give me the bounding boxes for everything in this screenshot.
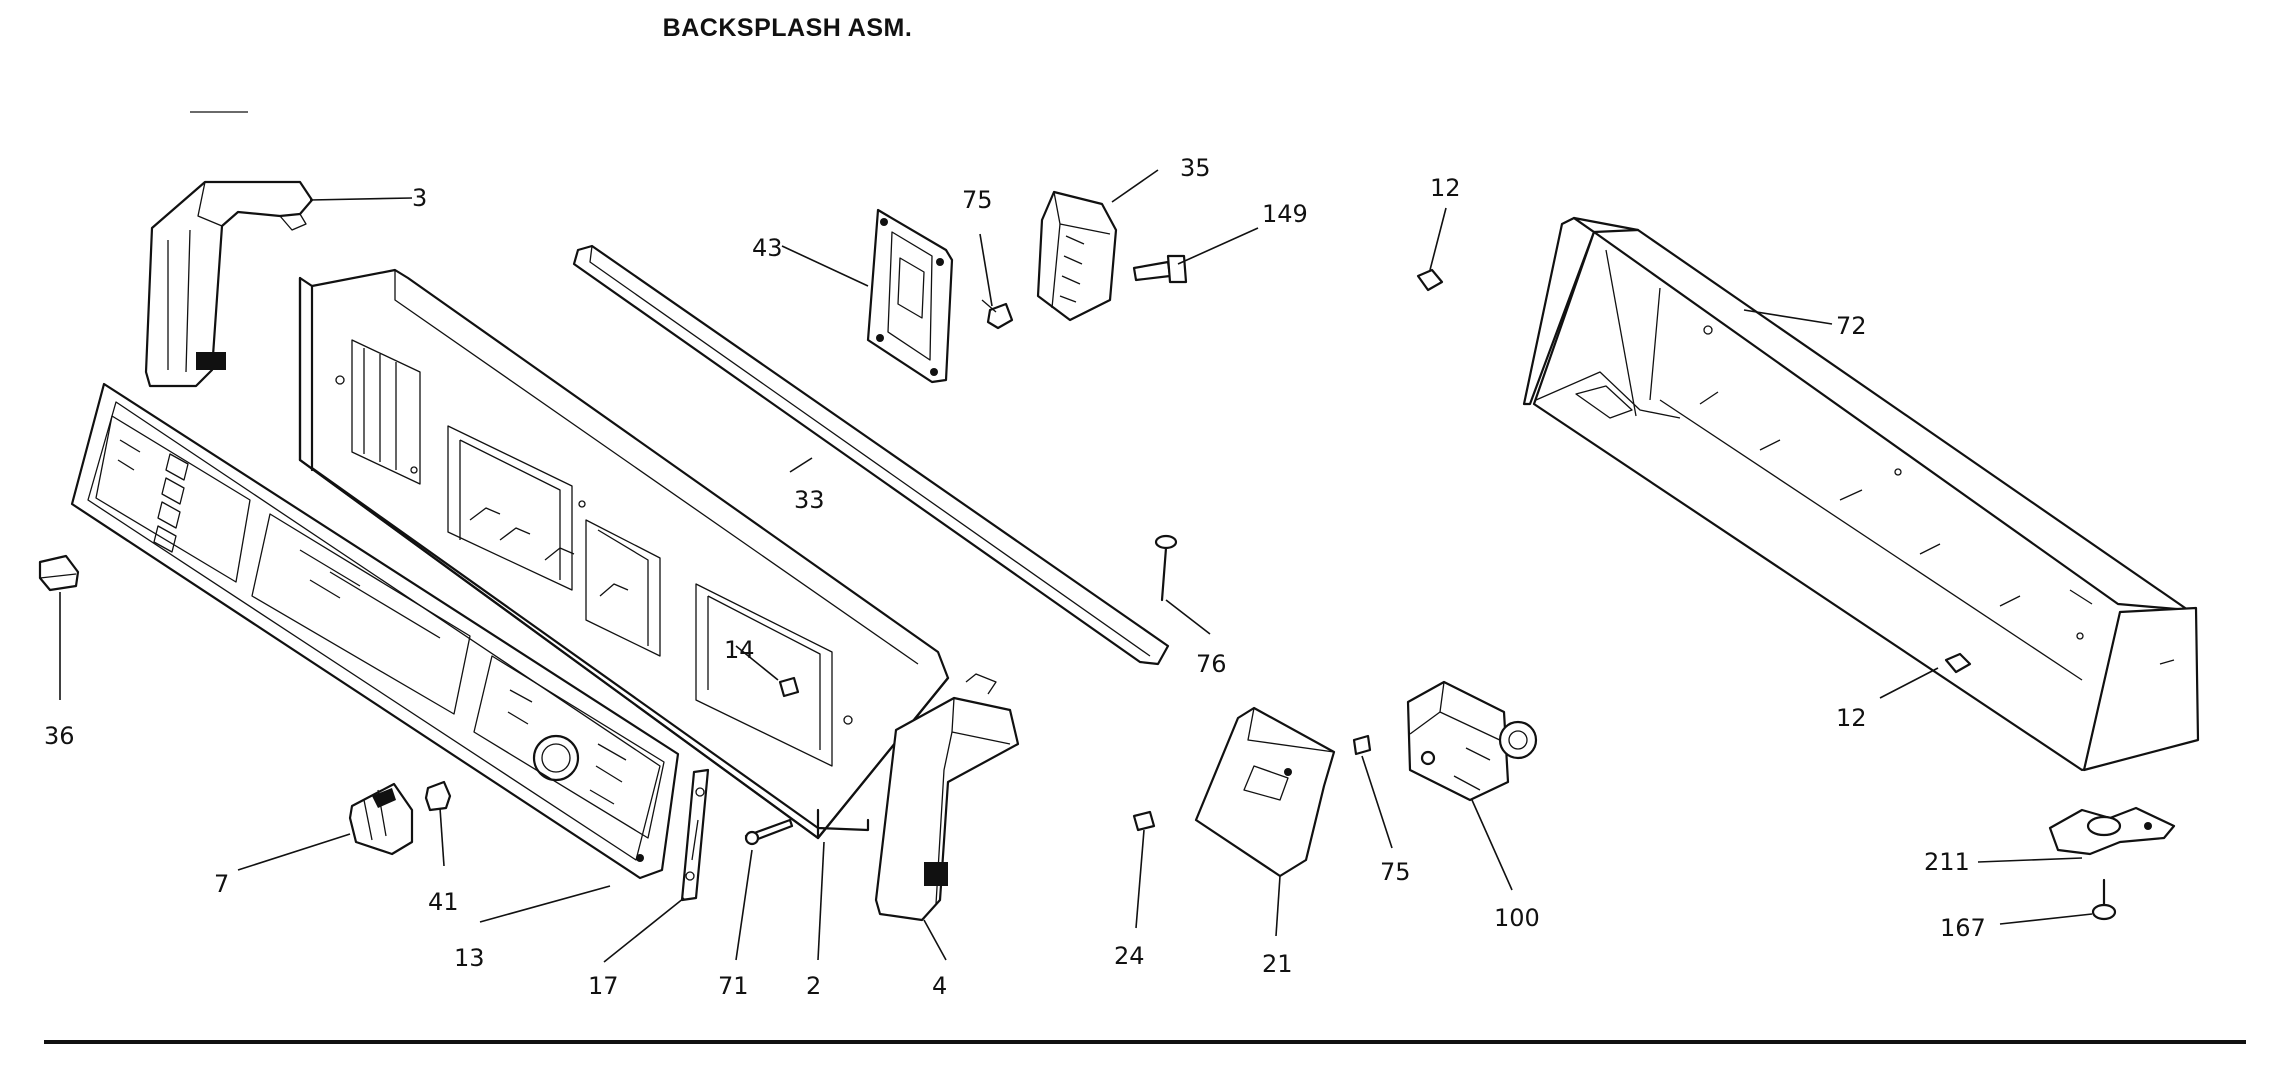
- part-100-timer: [1406, 680, 1538, 802]
- callout-167: 167: [1940, 914, 1986, 942]
- part-43-bracket: [866, 208, 954, 384]
- part-149-screw: [1132, 254, 1188, 284]
- part-12-clip-lower: [1944, 652, 1972, 674]
- callout-71: 71: [718, 972, 749, 1000]
- callout-36: 36: [44, 722, 75, 750]
- part-4-right-end-cap: [874, 673, 1020, 922]
- callout-149: 149: [1262, 200, 1308, 228]
- callout-100: 100: [1494, 904, 1540, 932]
- part-41-insert: [424, 780, 452, 812]
- leader-lines: [59, 169, 2093, 963]
- part-14-screw: [778, 676, 800, 698]
- callout-12-upper: 12: [1430, 174, 1461, 202]
- callout-41: 41: [428, 888, 459, 916]
- part-167-screw: [2091, 878, 2117, 921]
- callout-24: 24: [1114, 942, 1145, 970]
- callout-211: 211: [1924, 848, 1970, 876]
- part-36-knob: [38, 554, 80, 592]
- callout-75-lower: 75: [1380, 858, 1411, 886]
- part-72-rear-housing: [1522, 216, 2200, 772]
- part-12-clip-upper: [1416, 268, 1444, 292]
- part-33-strip: [572, 244, 1170, 666]
- callout-7: 7: [214, 870, 229, 898]
- part-35-switch-block: [1036, 190, 1118, 322]
- callout-76: 76: [1196, 650, 1227, 678]
- part-7-dial-knob: [348, 782, 414, 856]
- callout-labels: 3 43 75 35 149 12 72 33 36 14 76 12 7 41…: [44, 154, 1986, 1000]
- callout-33: 33: [794, 486, 825, 514]
- callout-4: 4: [932, 972, 947, 1000]
- part-76-screw: [1154, 534, 1178, 602]
- part-13-front-console: [70, 382, 680, 880]
- part-75-screw-upper: [981, 299, 1014, 330]
- part-17-bracket-strip: [680, 768, 710, 902]
- callout-75-upper: 75: [962, 186, 993, 214]
- callout-35: 35: [1180, 154, 1211, 182]
- part-75-screw-lower: [1352, 734, 1372, 756]
- part-21-board: [1194, 706, 1336, 878]
- part-3-left-end-cap: [144, 180, 314, 388]
- part-24-screw: [1132, 810, 1156, 832]
- callout-12-lower: 12: [1836, 704, 1867, 732]
- part-211-hinge-bracket: [2048, 806, 2176, 856]
- part-71-screw: [744, 818, 794, 846]
- callout-13: 13: [454, 944, 485, 972]
- callout-72: 72: [1836, 312, 1867, 340]
- diagram-title: BACKSPLASH ASM.: [662, 14, 913, 42]
- callout-43: 43: [752, 234, 783, 262]
- callout-21: 21: [1262, 950, 1293, 978]
- callout-17: 17: [588, 972, 619, 1000]
- callout-3: 3: [412, 184, 427, 212]
- callout-14: 14: [724, 636, 755, 664]
- callout-2: 2: [806, 972, 821, 1000]
